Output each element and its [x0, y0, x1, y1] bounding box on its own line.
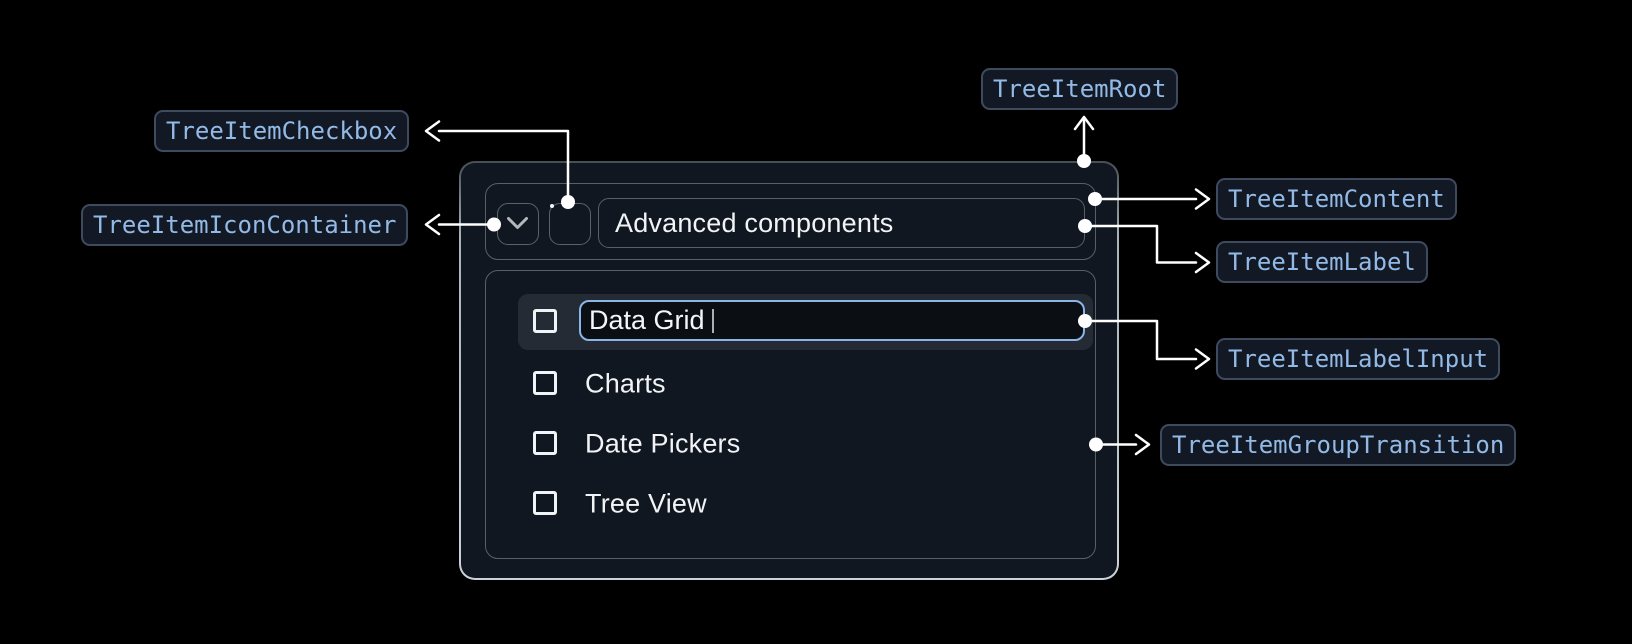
checkbox-charts[interactable] [533, 371, 557, 395]
chevron-down-icon [507, 217, 528, 229]
badge-tree-item-root: TreeItemRoot [981, 68, 1179, 110]
tree-item-icon-container[interactable] [497, 203, 539, 245]
label-input-value: Data Grid [589, 305, 705, 335]
tree-item-label-input[interactable]: Data Grid [579, 300, 1085, 341]
checkbox-tree-view[interactable] [533, 491, 557, 515]
checkbox-unchecked-icon [550, 204, 554, 208]
tree-item-content[interactable] [485, 183, 1096, 260]
tree-item-label-text: Advanced components [615, 207, 894, 238]
text-cursor [711, 308, 715, 333]
badge-tree-item-group-transition: TreeItemGroupTransition [1160, 424, 1517, 466]
tree-row-label: Charts [585, 368, 666, 399]
checkbox-date-pickers[interactable] [533, 431, 557, 455]
tree-item-group-transition [485, 270, 1096, 559]
tree-row-label: Tree View [585, 488, 707, 519]
badge-tree-item-label-input: TreeItemLabelInput [1216, 338, 1501, 380]
badge-tree-item-content: TreeItemContent [1216, 178, 1457, 220]
badge-tree-item-checkbox: TreeItemCheckbox [154, 110, 410, 152]
badge-tree-item-icon-container: TreeItemIconContainer [81, 204, 409, 246]
tree-item-checkbox[interactable] [549, 203, 591, 245]
tree-item-root: Advanced components [459, 161, 1119, 580]
tree-item-label[interactable]: Advanced components [598, 198, 1085, 248]
checkbox-data-grid[interactable] [533, 309, 557, 333]
badge-tree-item-label: TreeItemLabel [1216, 241, 1428, 283]
tree-row-label: Date Pickers [585, 428, 741, 459]
